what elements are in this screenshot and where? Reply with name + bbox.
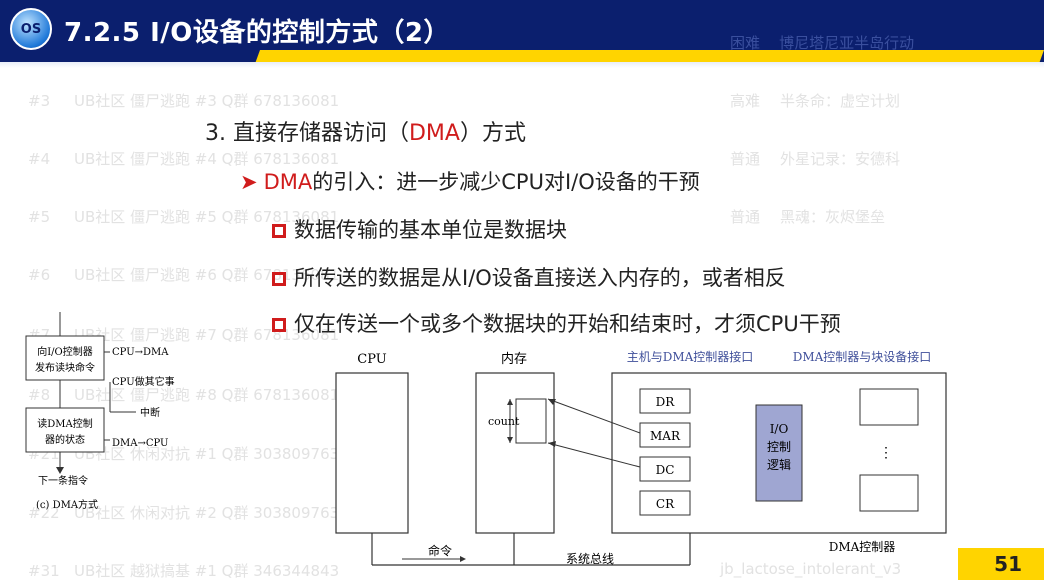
io-logic-line1: I/O	[770, 422, 789, 436]
watermark-text: UB社区 越狱搞基 #1 Q群 346344843	[74, 562, 340, 580]
os-logo-icon: OS	[10, 8, 52, 50]
watermark-text: UB社区 僵尸逃跑 #8 Q群 678136081	[74, 386, 340, 404]
watermark-top: 困难 博尼塔尼亚半岛行动	[730, 32, 914, 53]
watermark-level: 普通	[730, 150, 761, 168]
memory-block	[515, 398, 547, 444]
flow-arrow1-label: CPU→DMA	[112, 347, 169, 358]
sub-item-text: 仅在传送一个或多个数据块的开始和结束时，才须CPU干预	[294, 312, 841, 336]
sub-item-1: 数据传输的基本单位是数据块	[272, 214, 567, 244]
watermark-text: UB社区 僵尸逃跑 #3 Q群 678136081	[74, 92, 340, 110]
count-label: count	[488, 415, 520, 428]
sub-item-text: 所传送的数据是从I/O设备直接送入内存的，或者相反	[294, 266, 786, 290]
bullet-text: 的引入：进一步减少CPU对I/O设备的干预	[312, 170, 700, 194]
slide-title: 7.2.5 I/O设备的控制方式（2）	[64, 18, 450, 48]
command-label: 命令	[428, 543, 452, 558]
title-bar: OS 7.2.5 I/O设备的控制方式（2）	[0, 0, 1044, 62]
register-dc	[639, 456, 691, 482]
flow-caption: (c) DMA方式	[36, 498, 98, 511]
watermark-map: 外星记录：安德科	[780, 150, 901, 168]
register-mar-label: MAR	[650, 429, 681, 443]
watermark-map: 半条命：虚空计划	[780, 92, 901, 110]
memory-box	[475, 372, 555, 534]
page-number: 51	[994, 552, 1022, 576]
bullet-dma: DMA	[263, 170, 313, 194]
io-logic-line2: 控制	[767, 440, 791, 454]
cpu-label: CPU	[357, 352, 386, 367]
system-bus-label: 系统总线	[566, 552, 614, 566]
flow-interrupt: 中断	[140, 406, 160, 419]
device-dots: ⋮	[879, 445, 893, 461]
register-cr	[639, 490, 691, 516]
io-logic-line3: 逻辑	[767, 458, 791, 472]
sub-item-3: 仅在传送一个或多个数据块的开始和结束时，才须CPU干预	[272, 308, 841, 338]
watermark-row: #3 UB社区 僵尸逃跑 #3 Q群 678136081 高难 半条命：虚空计划	[28, 90, 900, 111]
page-number-badge: 51	[958, 548, 1044, 580]
watermark-id: #5	[28, 208, 51, 226]
dma-block-diagram: CPU 内存 count 主机与DMA控制器接口 DMA控制器与块设备接口 DR…	[335, 349, 947, 566]
io-logic-box	[755, 404, 803, 502]
watermark-text: UB社区 僵尸逃跑 #5 Q群 678136081	[74, 208, 340, 226]
register-cr-label: CR	[656, 497, 675, 511]
watermark-level: 高难	[730, 92, 761, 110]
sub-item-text: 数据传输的基本单位是数据块	[294, 218, 567, 242]
dma-controller-label: DMA控制器	[829, 540, 896, 554]
sub-item-2: 所传送的数据是从I/O设备直接送入内存的，或者相反	[272, 262, 786, 292]
memory-label: 内存	[501, 351, 527, 367]
watermark-id: #6	[28, 266, 51, 284]
register-dc-label: DC	[656, 463, 675, 477]
watermark-level: 困难	[730, 34, 761, 52]
watermark-row: #5 UB社区 僵尸逃跑 #5 Q群 678136081 普通 黑魂：灰烬堡垒	[28, 206, 885, 227]
watermark-id: #4	[28, 150, 51, 168]
watermark-id: #31	[28, 562, 60, 580]
flow-box1-line1: 向I/O控制器	[37, 345, 93, 358]
square-bullet-icon	[272, 318, 286, 332]
register-dr-label: DR	[656, 395, 676, 409]
dma-flowchart: 向I/O控制器 发布读块命令 CPU→DMA CPU做其它事 中断 读DMA控制…	[25, 312, 175, 511]
watermark-text: UB社区 休闲对抗 #1 Q群 303809763	[74, 445, 340, 463]
watermark-map: jb_lactose_intolerant_v3	[720, 560, 902, 578]
section-heading: 3. 直接存储器访问（DMA）方式	[205, 115, 526, 147]
title-stripe	[255, 50, 1044, 62]
watermark-id: #22	[28, 504, 60, 522]
watermark-text: UB社区 休闲对抗 #2 Q群 303809763	[74, 504, 340, 522]
flow-box2-line1: 读DMA控制	[37, 417, 92, 430]
device-interface-label: DMA控制器与块设备接口	[793, 349, 932, 364]
device-box-2	[859, 474, 919, 512]
flow-cpu-busy: CPU做其它事	[112, 375, 175, 388]
watermark-map: 博尼塔尼亚半岛行动	[779, 34, 915, 52]
flow-box2-line2: 器的状态	[45, 433, 85, 446]
flow-next: 下一条指令	[38, 474, 88, 487]
square-bullet-icon	[272, 224, 286, 238]
watermark-text: UB社区 僵尸逃跑 #4 Q群 678136081	[74, 150, 340, 168]
flow-arrow2-label: DMA→CPU	[112, 438, 169, 449]
cpu-box	[335, 372, 409, 534]
watermark-map: 黑魂：灰烬堡垒	[780, 208, 886, 226]
watermark-row: #4 UB社区 僵尸逃跑 #4 Q群 678136081 普通 外星记录：安德科	[28, 148, 900, 169]
watermark-id: #3	[28, 92, 51, 110]
heading-prefix: 3. 直接存储器访问（	[205, 121, 409, 146]
bullet-dma-intro: ➤DMA的引入：进一步减少CPU对I/O设备的干预	[240, 166, 700, 196]
device-box-1	[859, 388, 919, 426]
register-dr	[639, 388, 691, 414]
register-mar	[639, 422, 691, 448]
square-bullet-icon	[272, 272, 286, 286]
host-interface-label: 主机与DMA控制器接口	[627, 349, 754, 364]
title-shadow	[0, 62, 1044, 68]
watermark-id: #8	[28, 386, 51, 404]
heading-suffix: ）方式	[459, 121, 526, 146]
watermark-row: #31 UB社区 越狱搞基 #1 Q群 346344843 jb_lactose_i…	[28, 560, 901, 581]
flow-box1-line2: 发布读块命令	[35, 361, 95, 374]
heading-dma: DMA	[408, 121, 460, 146]
watermark-level: 普通	[730, 208, 761, 226]
arrow-bullet-icon: ➤	[240, 170, 258, 194]
